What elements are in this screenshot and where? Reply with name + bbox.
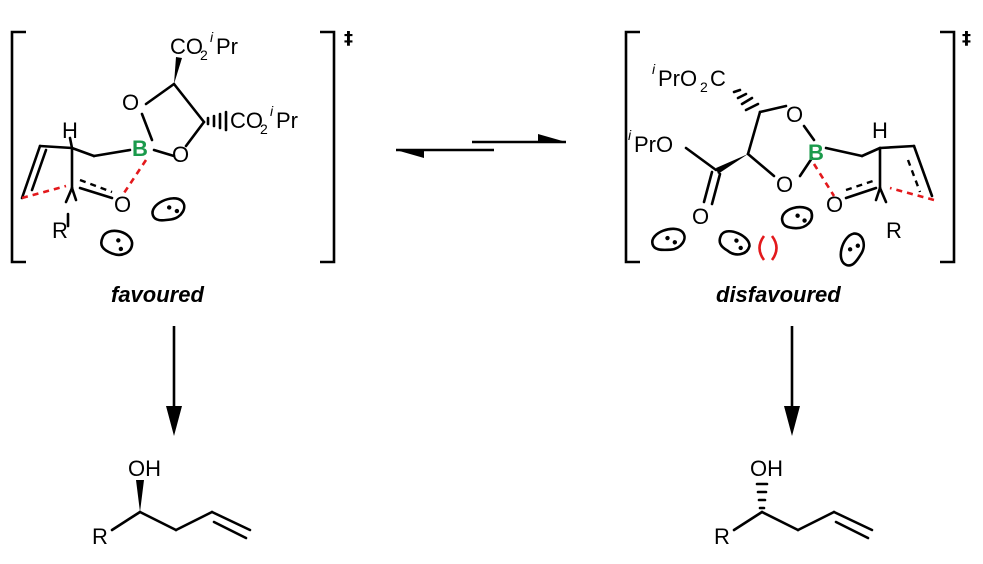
lone-pair-icon xyxy=(718,229,751,256)
ester-left: PrO xyxy=(634,132,673,157)
forming-cc-bond xyxy=(21,184,67,200)
lone-pair-icon xyxy=(780,205,814,230)
svg-text:Pr: Pr xyxy=(216,34,238,59)
lone-pair-icon xyxy=(839,232,865,267)
reaction-arrow-icon xyxy=(166,326,182,436)
boron-atom: B xyxy=(808,140,824,165)
ester-top: CO xyxy=(170,34,203,59)
steric-clash-icon xyxy=(758,235,778,261)
r-group-label: R xyxy=(714,524,730,549)
svg-text:2: 2 xyxy=(700,79,708,95)
svg-text:2: 2 xyxy=(260,121,268,137)
bracket-left xyxy=(624,30,640,264)
lone-pair-icon xyxy=(651,227,686,252)
svg-text:i: i xyxy=(270,103,274,119)
dagger-symbol: ‡ xyxy=(962,28,971,49)
hydroxyl-label: OH xyxy=(128,456,161,481)
r-group-label: R xyxy=(886,218,902,243)
ring-oxygen: O xyxy=(776,172,793,197)
reaction-arrow-icon xyxy=(784,326,800,436)
r-group-label: R xyxy=(52,218,68,243)
disfavoured-label: disfavoured xyxy=(716,282,841,307)
dioxaborolane-ring xyxy=(140,57,228,158)
bracket-right xyxy=(320,30,336,264)
dagger-symbol: ‡ xyxy=(344,28,353,49)
product-disfavoured: OH R xyxy=(714,456,874,549)
favoured-label: favoured xyxy=(111,282,204,307)
hydrogen-label: H xyxy=(62,118,78,143)
forming-ob-bond xyxy=(120,159,148,197)
hydroxyl-label: OH xyxy=(750,456,783,481)
ring-oxygen: O xyxy=(786,102,803,127)
r-group-label: R xyxy=(92,524,108,549)
favoured-transition-state: ‡ O O B CO 2 i Pr CO 2 i xyxy=(10,28,353,307)
svg-text:C: C xyxy=(710,66,726,91)
ester-top: PrO xyxy=(658,66,697,91)
equilibrium-arrow-icon xyxy=(396,134,566,158)
disfavoured-transition-state: ‡ i PrO 2 C i PrO O xyxy=(624,28,971,307)
dioxaborolane-ring xyxy=(684,88,816,206)
chair-framework xyxy=(824,144,934,204)
ring-oxygen: O xyxy=(172,142,189,167)
chair-framework xyxy=(20,136,132,228)
hydrogen-label: H xyxy=(872,118,888,143)
svg-text:2: 2 xyxy=(200,47,208,63)
ester-carbonyl-oxygen: O xyxy=(692,204,709,229)
svg-text:i: i xyxy=(652,61,656,77)
ring-oxygen: O xyxy=(122,90,139,115)
lone-pair-icon xyxy=(99,229,134,257)
svg-text:Pr: Pr xyxy=(276,108,298,133)
svg-text:i: i xyxy=(628,127,632,143)
boron-atom: B xyxy=(132,136,148,161)
bracket-right xyxy=(940,30,956,264)
svg-text:i: i xyxy=(210,29,214,45)
ester-right: CO xyxy=(230,108,263,133)
carbonyl-oxygen: O xyxy=(826,192,843,217)
carbonyl-oxygen: O xyxy=(114,192,131,217)
lone-pair-icon xyxy=(151,197,186,222)
bracket-left xyxy=(10,30,26,264)
product-favoured: OH R xyxy=(92,456,252,549)
forming-cc-bond xyxy=(889,186,935,202)
